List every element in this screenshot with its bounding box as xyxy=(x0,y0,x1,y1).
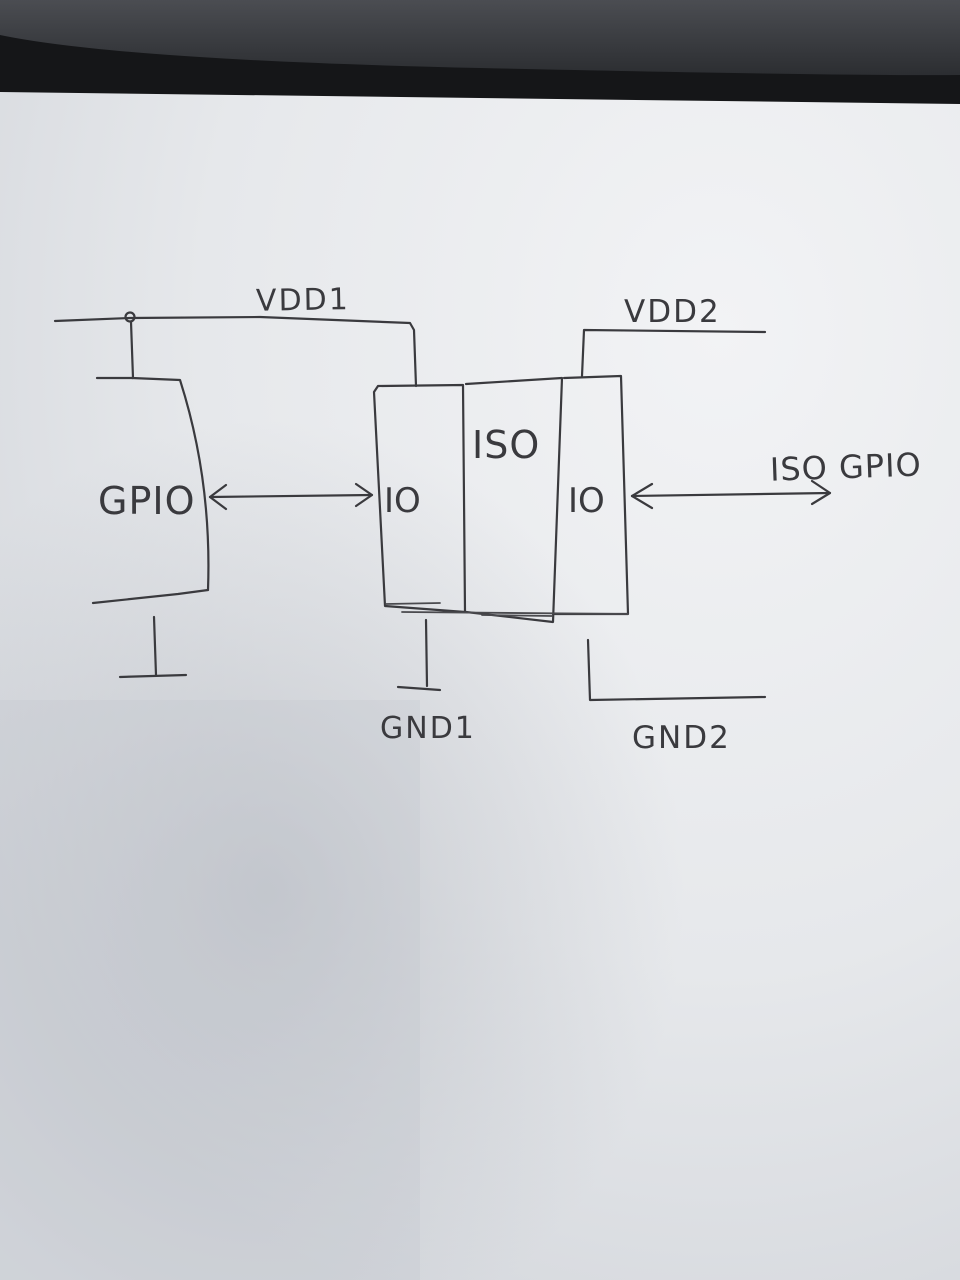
gpio-io-arrow-line xyxy=(208,493,374,499)
gpio-io-arrowhead-right xyxy=(354,482,374,508)
vdd1-tap-to-gpio xyxy=(95,320,135,380)
vdd1-junction-dot xyxy=(124,311,136,323)
gpio-ground-bar xyxy=(118,673,188,679)
gpio-io-link xyxy=(208,482,374,511)
iso-gpio-link xyxy=(630,479,832,510)
gnd2-line xyxy=(586,638,767,702)
gpio-block-outline-top xyxy=(130,376,210,592)
vdd2-line xyxy=(580,328,767,378)
iso-gpio-label: ISO GPIO xyxy=(769,446,922,489)
paper-shadow-left xyxy=(0,700,420,1280)
iso-label: ISO xyxy=(472,423,540,467)
hand-shadow xyxy=(0,420,760,1280)
io-left-underline xyxy=(385,602,441,605)
gnd2-label: GND2 xyxy=(632,720,731,756)
vdd1-net xyxy=(53,311,418,388)
gpio-block xyxy=(91,376,210,679)
isolator-baseline xyxy=(401,611,629,615)
vdd2-label: VDD2 xyxy=(624,294,721,330)
desk-edge xyxy=(0,35,960,110)
io-right-label: IO xyxy=(568,481,605,521)
iso-gpio-arrowhead-right xyxy=(810,479,832,506)
isolator-baseline-2 xyxy=(481,614,553,617)
gpio-ground-stem xyxy=(152,615,158,677)
vdd1-label: VDD1 xyxy=(256,282,350,319)
iso-gpio-arrowhead-left xyxy=(630,482,654,510)
vdd1-line xyxy=(53,315,418,388)
gnd1-bar xyxy=(396,685,442,692)
iso-gpio-arrow-line xyxy=(630,491,832,498)
gnd1-stem xyxy=(424,618,429,688)
io-left-column xyxy=(372,383,467,614)
io-left-label: IO xyxy=(384,481,421,521)
gpio-io-arrowhead-left xyxy=(208,483,228,511)
gpio-label: GPIO xyxy=(98,479,195,523)
gpio-block-outline-bottom xyxy=(91,588,210,605)
iso-column xyxy=(464,376,564,624)
gnd1-label: GND1 xyxy=(380,711,476,746)
